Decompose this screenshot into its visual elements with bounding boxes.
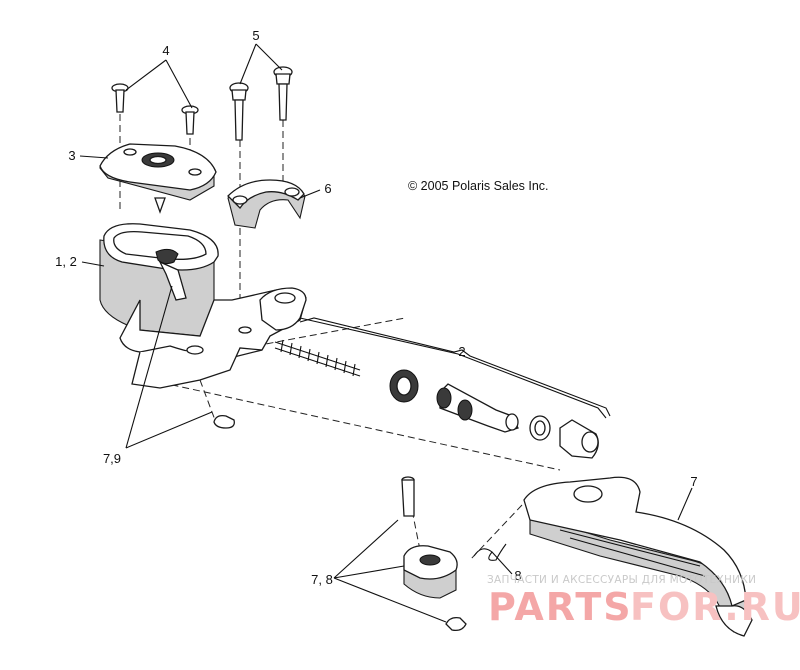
watermark-tagline: ЗАПЧАСТИ И АКСЕССУАРЫ ДЛЯ МОТОТЕХНИКИ [487,574,756,586]
piston-assembly-2 [274,317,607,459]
copyright-notice: © 2005 Polaris Sales Inc. [408,179,549,193]
watermark-brand-right: FOR.RU [630,585,800,629]
pivot-pin [401,476,415,517]
callout-6: 6 [324,181,331,196]
return-spring-8 [473,543,507,561]
pivot-block [403,545,458,599]
callout-3: 3 [68,148,75,163]
callout-4: 4 [162,43,169,58]
handlebar-clamp-6 [227,179,306,229]
retaining-clip-9 [213,414,235,429]
callout-2: 2 [458,344,465,359]
callout-1-2: 1, 2 [55,254,77,269]
callout-7: 7 [690,474,697,489]
bolt-5b [273,66,293,121]
screw-4a [111,83,129,113]
callout-7-9: 7,9 [103,451,121,466]
reservoir-cover-3 [99,143,217,214]
callout-8: 8 [514,568,521,583]
leader-lines [79,43,693,623]
master-cylinder-body-1-2 [99,223,307,389]
bolt-5a [229,82,249,141]
watermark-brand-left: PARTS [488,585,633,629]
brake-lever-7 [523,476,753,637]
retaining-clip-7-8 [445,616,467,632]
screw-4b [181,105,199,135]
callout-7-8: 7, 8 [311,572,333,587]
callout-5: 5 [252,28,259,43]
